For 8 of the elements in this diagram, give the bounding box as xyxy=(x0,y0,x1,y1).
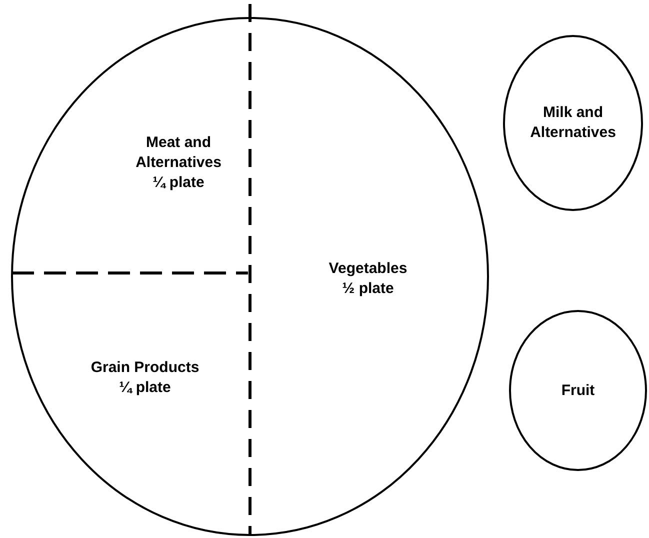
portion-label: ½ plate xyxy=(342,279,394,299)
food-group-label: Meat and Alternatives xyxy=(134,133,222,173)
food-group-label: Milk and Alternatives xyxy=(529,103,617,143)
portion-label: ¼ plate xyxy=(152,173,204,193)
portion-label: ¼ plate xyxy=(119,378,171,398)
food-group-label: Fruit xyxy=(561,380,595,400)
food-group-label: Vegetables xyxy=(328,259,408,279)
food-group-label: Grain Products xyxy=(90,358,200,378)
